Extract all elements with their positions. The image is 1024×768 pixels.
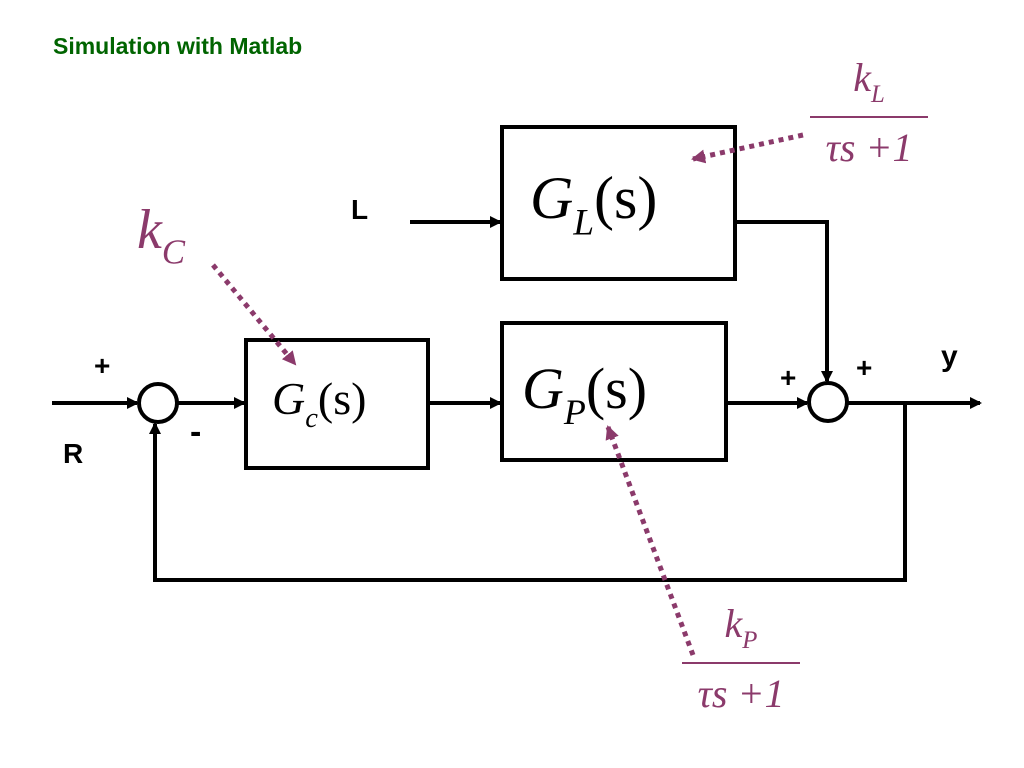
sign-minus-feedback: - [190,413,202,451]
kl-annotation-arrow [691,132,804,164]
kl-fraction-annotation: kL τs +1 [810,58,928,168]
gp-block [500,321,728,462]
sign-plus-output-left: + [780,362,797,393]
summing-junction-input [137,382,179,424]
kc-annotation-arrow [211,263,297,366]
sign-plus-output-top: + [856,352,873,383]
sign-plus-input: + [94,350,111,381]
label-r: R [63,438,84,469]
kp-annotation-arrow [605,425,696,656]
feedback-line [149,403,907,582]
slide-title: Simulation with Matlab [53,33,303,59]
gp-transfer-function: GP(s) [522,356,648,433]
kc-gain-annotation: kC [137,199,186,272]
summing-junction-output [807,381,849,423]
load-output-line [735,220,833,383]
label-l: L [351,194,369,225]
kp-fraction-annotation: kP τs +1 [682,604,800,714]
gl-transfer-function: GL(s) [530,165,658,244]
kp-fraction-bar [682,661,800,664]
gc-transfer-function: Gc(s) [272,373,367,434]
gl-block [500,125,737,281]
kl-fraction-bar [810,115,928,118]
label-y: y [941,340,958,373]
